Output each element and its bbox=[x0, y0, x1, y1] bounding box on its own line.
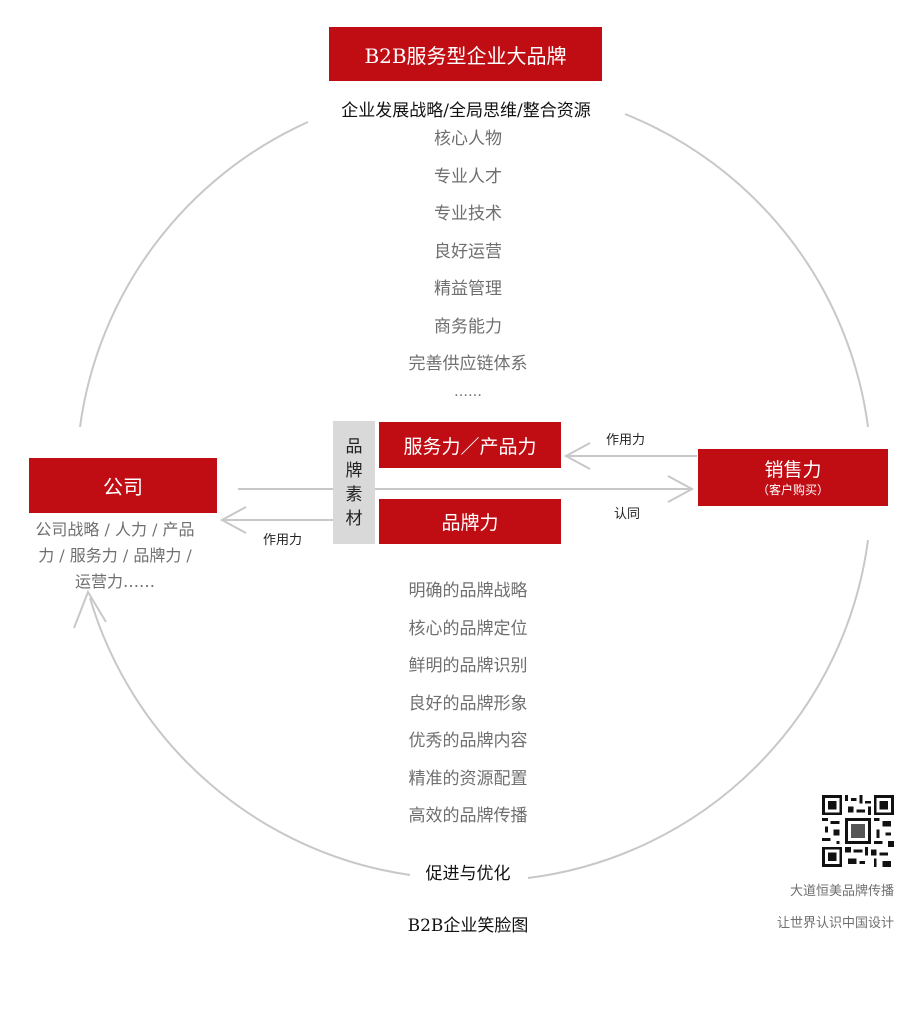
company-box: 公司 bbox=[29, 458, 217, 513]
diagram-caption: B2B企业笑脸图 bbox=[407, 916, 529, 936]
top-brand-label: B2B服务型企业大品牌 bbox=[364, 43, 567, 68]
cycle-arc-top-right bbox=[624, 113, 869, 428]
list-item: …… bbox=[454, 384, 482, 400]
cycle-arc-top-left bbox=[79, 121, 309, 428]
list-item: 核心的品牌定位 bbox=[408, 618, 528, 639]
list-item: 专业技术 bbox=[434, 204, 502, 224]
company-desc-line: 运营力…… bbox=[74, 572, 155, 591]
company-label: 公司 bbox=[103, 475, 143, 499]
brand-power-label: 品牌力 bbox=[441, 512, 499, 534]
watermark-line-2: 让世界认识中国设计 bbox=[776, 916, 894, 931]
list-item: 鲜明的品牌识别 bbox=[408, 656, 528, 676]
qr-code-icon bbox=[822, 795, 894, 867]
list-item: 高效的品牌传播 bbox=[408, 806, 528, 826]
top-items-list: 核心人物 专业人才 专业技术 良好运营 精益管理 商务能力 完善供应链体系 …… bbox=[300, 124, 636, 408]
list-item: 优秀的品牌内容 bbox=[408, 731, 528, 751]
brand-material-column: 品 牌 素 材 bbox=[333, 421, 375, 544]
effect-label-right: 作用力 bbox=[606, 433, 646, 448]
list-item: 明确的品牌战略 bbox=[408, 581, 528, 601]
list-item: 专业人才 bbox=[434, 166, 502, 187]
sales-sublabel: （客户购买） bbox=[756, 482, 829, 497]
cycle-arrowhead bbox=[73, 589, 107, 629]
brand-power-box: 品牌力 bbox=[379, 499, 561, 544]
company-desc-line: 力 / 服务力 / 品牌力 / bbox=[38, 546, 192, 565]
material-char: 材 bbox=[345, 508, 363, 529]
bottom-items-list: 明确的品牌战略 核心的品牌定位 鲜明的品牌识别 良好的品牌形象 优秀的品牌内容 … bbox=[300, 576, 636, 839]
sales-box: 销售力 （客户购买） bbox=[698, 449, 888, 506]
top-subtitle: 企业发展战略/全局思维/整合资源 bbox=[341, 101, 591, 121]
cycle-arc-bottom-right bbox=[527, 539, 869, 879]
service-product-label: 服务力／产品力 bbox=[403, 435, 537, 458]
service-product-box: 服务力／产品力 bbox=[379, 422, 561, 468]
list-item: 商务能力 bbox=[434, 316, 502, 337]
watermark-line-1: 大道恒美品牌传播 bbox=[789, 884, 894, 899]
list-item: 核心人物 bbox=[434, 129, 502, 149]
list-item: 精准的资源配置 bbox=[408, 768, 528, 789]
company-desc-line: 公司战略 / 人力 / 产品 bbox=[35, 520, 195, 539]
list-item: 良好运营 bbox=[434, 241, 502, 262]
material-char: 素 bbox=[345, 484, 363, 505]
list-item: 完善供应链体系 bbox=[408, 354, 528, 374]
cycle-arc-bottom-left bbox=[89, 597, 411, 876]
list-item: 良好的品牌形象 bbox=[408, 693, 528, 714]
recognize-label: 认同 bbox=[614, 507, 641, 522]
list-item: 精益管理 bbox=[434, 279, 502, 299]
material-char: 品 bbox=[345, 436, 363, 457]
company-description: 公司战略 / 人力 / 产品 力 / 服务力 / 品牌力 / 运营力…… bbox=[20, 517, 210, 595]
top-brand-box: B2B服务型企业大品牌 bbox=[329, 27, 602, 81]
material-char: 牌 bbox=[345, 460, 363, 481]
sales-label: 销售力 bbox=[764, 458, 822, 481]
cycle-label: 促进与优化 bbox=[425, 864, 511, 884]
effect-label-left: 作用力 bbox=[263, 533, 303, 548]
